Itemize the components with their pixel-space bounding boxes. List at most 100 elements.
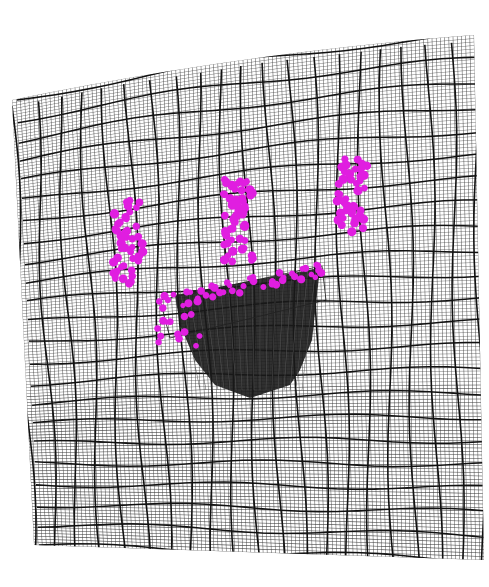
mesh-line-horizontal	[15, 118, 476, 172]
node-cluster-left	[133, 204, 140, 211]
mesh-line-horizontal	[29, 450, 482, 454]
node-cluster-slab	[154, 325, 162, 332]
node-cluster-slab	[180, 302, 186, 309]
node-cluster-slab	[235, 289, 244, 297]
node-cluster-slab	[216, 288, 224, 297]
mesh-line-horizontal	[15, 115, 476, 169]
block-mesh-line	[227, 281, 237, 391]
node-cluster-center	[228, 257, 237, 266]
block-mesh-line	[251, 277, 255, 391]
node-cluster-slab	[301, 264, 310, 273]
mesh-line-horizontal	[14, 83, 475, 142]
block-mesh-line	[219, 282, 231, 391]
mesh-line-horizontal	[21, 251, 479, 285]
node-cluster-slab	[180, 312, 189, 321]
mesh-line-horizontal	[28, 419, 482, 427]
mesh-line-horizontal	[31, 485, 483, 491]
mesh-line-horizontal	[27, 412, 482, 421]
node-cluster-center	[240, 179, 248, 187]
node-cluster-slab	[317, 268, 326, 277]
rebar-vertical	[100, 88, 127, 555]
block-mesh-line	[235, 280, 243, 391]
block-mesh-line	[265, 274, 269, 391]
node-cluster-slab	[159, 304, 167, 312]
rebar-horizontal	[25, 250, 484, 285]
mesh-line-horizontal	[20, 234, 478, 270]
mesh-line-horizontal	[33, 529, 484, 543]
mesh-line-horizontal	[15, 111, 476, 166]
rebar-horizontal	[24, 224, 483, 266]
mesh-line-horizontal	[14, 90, 476, 148]
block-mesh-line	[243, 278, 249, 391]
block-mesh-line	[203, 285, 219, 391]
node-cluster-slab	[278, 276, 287, 285]
node-cluster-slab	[275, 269, 284, 277]
node-cluster-center	[221, 211, 229, 220]
mesh-line-horizontal	[27, 405, 482, 415]
node-cluster-slab	[246, 275, 253, 282]
rebar-vertical	[148, 80, 173, 556]
damaged-block-shape	[175, 268, 320, 398]
node-cluster-center	[241, 236, 249, 245]
node-cluster-slab	[170, 291, 177, 298]
mesh-line-horizontal	[15, 125, 476, 178]
node-cluster-right	[352, 179, 360, 187]
mesh-line-horizontal	[12, 45, 475, 110]
node-cluster-right	[361, 184, 368, 192]
node-cluster-slab	[187, 310, 195, 318]
node-cluster-left	[111, 226, 120, 235]
rebar-vertical	[356, 51, 372, 560]
mesh-line-horizontal	[13, 66, 475, 127]
node-cluster-slab	[193, 298, 201, 305]
mesh-line-horizontal	[19, 206, 478, 246]
mesh-line-horizontal	[12, 52, 475, 115]
node-cluster-left	[128, 272, 136, 280]
node-cluster-left	[121, 212, 130, 222]
node-cluster-left	[127, 248, 135, 256]
mesh-line-horizontal	[28, 433, 482, 439]
mesh-line-horizontal	[30, 466, 483, 470]
mesh-line-horizontal	[32, 518, 484, 529]
node-cluster-left	[135, 198, 144, 207]
mesh-line-horizontal	[16, 132, 476, 184]
mesh-line-horizontal	[19, 216, 478, 255]
mesh-line-horizontal	[16, 146, 477, 196]
node-cluster-slab	[180, 328, 189, 336]
node-cluster-center	[222, 180, 229, 187]
node-cluster-center	[248, 254, 257, 263]
mesh-line-horizontal	[29, 443, 482, 448]
rebar-vertical	[37, 101, 57, 552]
rebar-horizontal	[35, 481, 484, 491]
mesh-line-horizontal	[16, 150, 477, 199]
node-cluster-right	[358, 224, 368, 233]
mesh-line-horizontal	[20, 227, 478, 264]
rebar-vertical	[424, 44, 444, 560]
block-mesh-line	[211, 284, 225, 391]
node-cluster-right	[347, 227, 357, 237]
node-cluster-center	[219, 255, 229, 265]
mesh-line-horizontal	[21, 262, 479, 293]
node-cluster-slab	[226, 282, 233, 289]
rebar-horizontal	[36, 502, 484, 513]
node-cluster-center	[234, 180, 242, 187]
mesh-line-horizontal	[14, 87, 476, 145]
node-cluster-slab	[260, 284, 267, 290]
node-cluster-slab	[313, 261, 320, 268]
rebar-horizontal	[21, 152, 482, 200]
mesh-line-horizontal	[16, 136, 476, 187]
node-cluster-center	[219, 190, 227, 198]
mesh-line-horizontal	[29, 457, 483, 460]
node-cluster-left	[118, 274, 128, 284]
node-cluster-center	[231, 185, 239, 193]
rebar-vertical	[400, 46, 421, 560]
rebar-vertical	[58, 96, 78, 553]
mesh-line-horizontal	[15, 108, 476, 163]
mesh-line-horizontal	[21, 258, 479, 291]
mesh-line-horizontal	[32, 506, 484, 515]
node-cluster-right	[336, 190, 344, 198]
node-cluster-center	[238, 209, 247, 219]
mesh-line-horizontal	[13, 73, 475, 133]
mesh-line-horizontal	[27, 398, 481, 409]
